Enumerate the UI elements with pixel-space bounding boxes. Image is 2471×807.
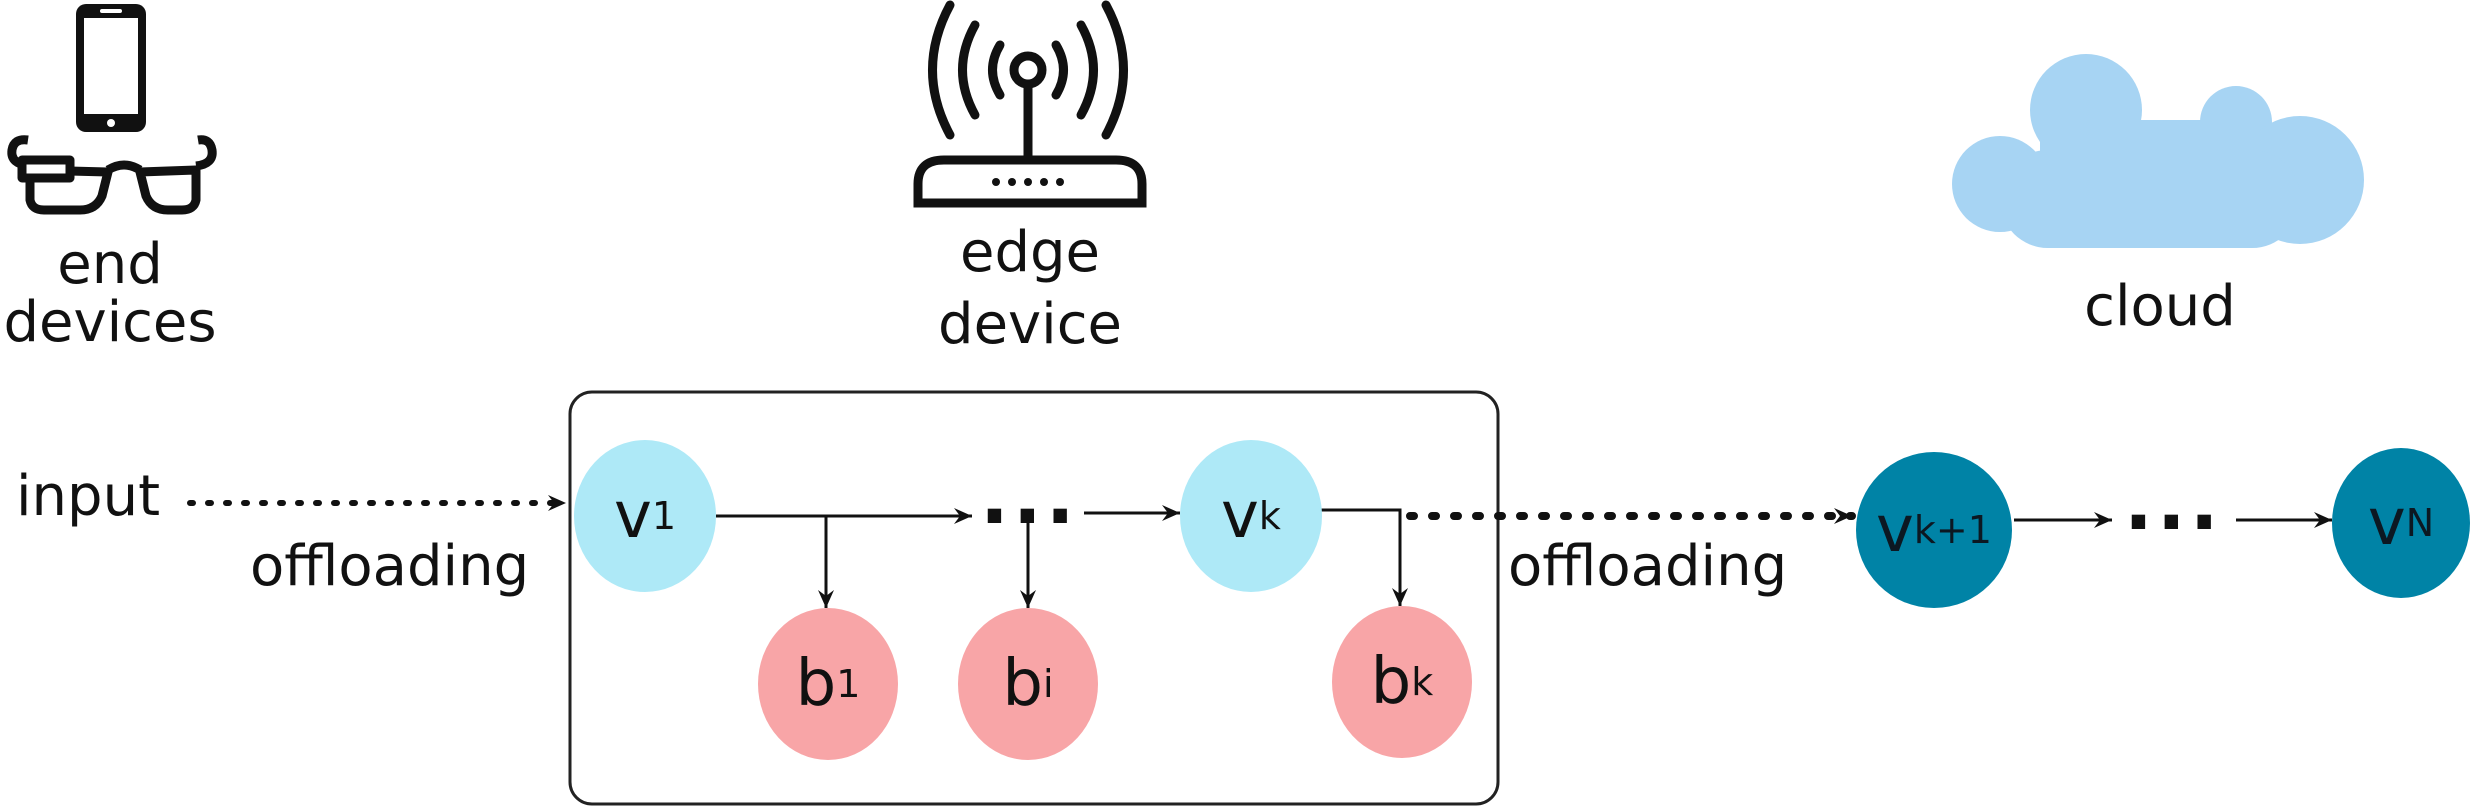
node-vk-base: v <box>1221 479 1259 553</box>
edge-ellipsis: ... <box>980 452 1079 541</box>
input-label: input <box>16 464 161 529</box>
node-b1-sub: 1 <box>836 662 861 706</box>
node-bk-sub: k <box>1411 660 1434 704</box>
smartphone-icon <box>76 4 146 132</box>
node-vN-base: v <box>2367 486 2406 560</box>
edge-device-label-line2: device <box>938 292 1122 357</box>
edge-device-label-line1: edge <box>960 220 1100 285</box>
node-v1-base: v <box>613 479 652 553</box>
vk-to-bk-arrow <box>1316 508 1408 606</box>
end-devices-label-line1: end <box>57 232 163 297</box>
edge-device-frame <box>568 390 1500 806</box>
node-bk-base: b <box>1370 645 1412 719</box>
node-vN-sub: N <box>2405 501 2435 545</box>
offloading-right-label: offloading <box>1508 534 1788 599</box>
cloud-icon <box>1952 54 2364 248</box>
cloud-ellipsis: ... <box>2124 458 2223 547</box>
node-vk1-base: v <box>1876 493 1914 567</box>
node-vk1-sub: k+1 <box>1913 508 1992 552</box>
node-b1-base: b <box>795 647 837 721</box>
offloading-left-label: offloading <box>250 534 530 599</box>
wifi-router-icon <box>913 0 1147 208</box>
node-bi-sub: i <box>1043 662 1054 706</box>
node-bi-base: b <box>1002 647 1044 721</box>
router-led-dots <box>992 178 1064 186</box>
smart-glasses-icon <box>7 135 217 215</box>
node-v1-sub: 1 <box>651 494 677 538</box>
node-vk-sub: k <box>1258 494 1281 538</box>
end-devices-label-line2: devices <box>3 290 217 355</box>
cloud-label: cloud <box>2084 274 2236 339</box>
